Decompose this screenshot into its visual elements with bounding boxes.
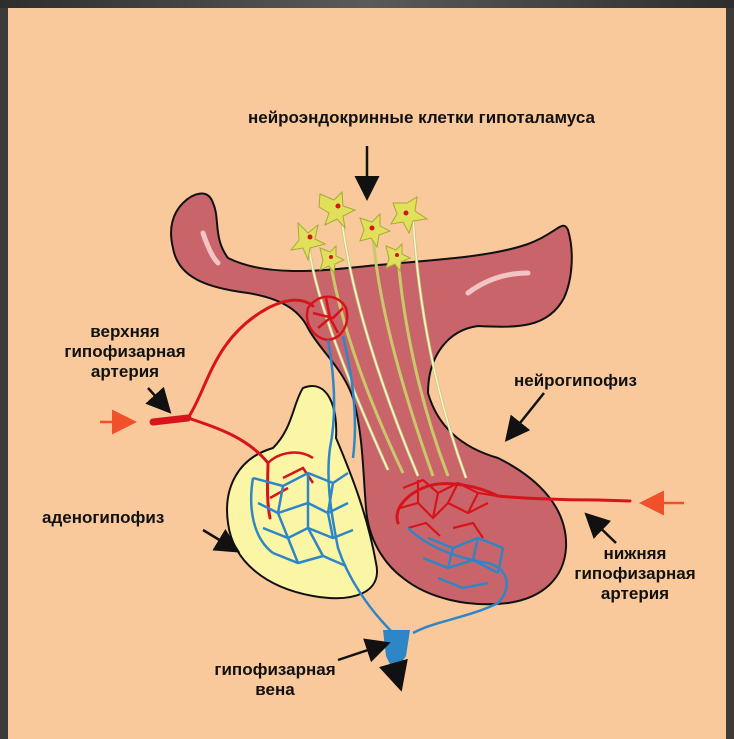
neuron-cell <box>360 214 390 247</box>
neuron-cell <box>391 197 427 233</box>
hypophyseal-vein <box>383 630 410 673</box>
superior-artery-line3: артерия <box>50 362 200 382</box>
inferior-artery-line3: артерия <box>560 584 710 604</box>
superior-artery-line2: гипофизарная <box>50 342 200 362</box>
neuron-cell <box>291 223 325 260</box>
superior-artery-line1: верхняя <box>50 322 200 342</box>
superior-artery-label: верхняя гипофизарная артерия <box>50 322 200 382</box>
inferior-artery-label: нижняя гипофизарная артерия <box>560 544 710 604</box>
neuron-cell <box>319 192 355 228</box>
inferior-artery-line1: нижняя <box>560 544 710 564</box>
hypophyseal-vein-line2: вена <box>200 680 350 700</box>
window-top-bar <box>0 0 734 8</box>
hypothalamus-cells-label: нейроэндокринные клетки гипоталамуса <box>248 108 595 128</box>
adenohypophysis-label: аденогипофиз <box>42 508 164 528</box>
hypophyseal-vein-line1: гипофизарная <box>200 660 350 680</box>
neurohypophysis-label: нейрогипофиз <box>514 371 637 391</box>
inferior-artery-line2: гипофизарная <box>560 564 710 584</box>
hypophyseal-vein-label: гипофизарная вена <box>200 660 350 700</box>
